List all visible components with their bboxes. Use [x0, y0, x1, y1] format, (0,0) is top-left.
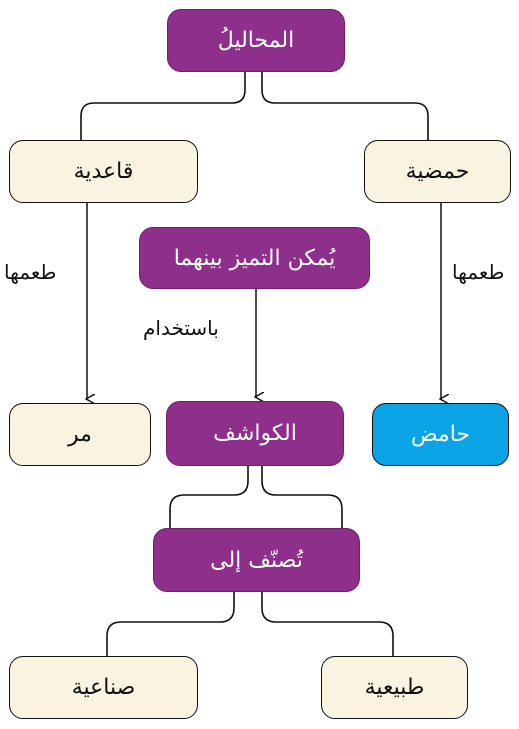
- connector-classified-right: [261, 592, 394, 656]
- edge-label-taste-right: طعمها: [452, 260, 505, 284]
- edge-label-taste-left: طعمها: [4, 260, 57, 284]
- node-acidic: حمضية: [364, 140, 511, 203]
- node-basic: قاعدية: [9, 140, 198, 203]
- connector-indicators-right: [261, 466, 343, 528]
- node-solutions: المحاليلُ: [167, 9, 345, 72]
- node-synthetic: صناعية: [9, 656, 198, 719]
- connector-classified-left: [106, 592, 235, 656]
- node-classified: تُصنّف إلى: [153, 528, 360, 592]
- node-distinguish: يُمكن التميز بينهما: [139, 227, 370, 289]
- edge-label-using: باستخدام: [143, 316, 219, 340]
- connector-indicators-left: [169, 466, 249, 528]
- node-bitter: مر: [9, 403, 151, 466]
- connector-root-left: [80, 72, 246, 140]
- node-sour: حامض: [372, 403, 509, 466]
- node-natural: طبيعية: [321, 656, 468, 719]
- connector-root-right: [261, 72, 429, 140]
- node-indicators: الكواشف: [166, 401, 344, 466]
